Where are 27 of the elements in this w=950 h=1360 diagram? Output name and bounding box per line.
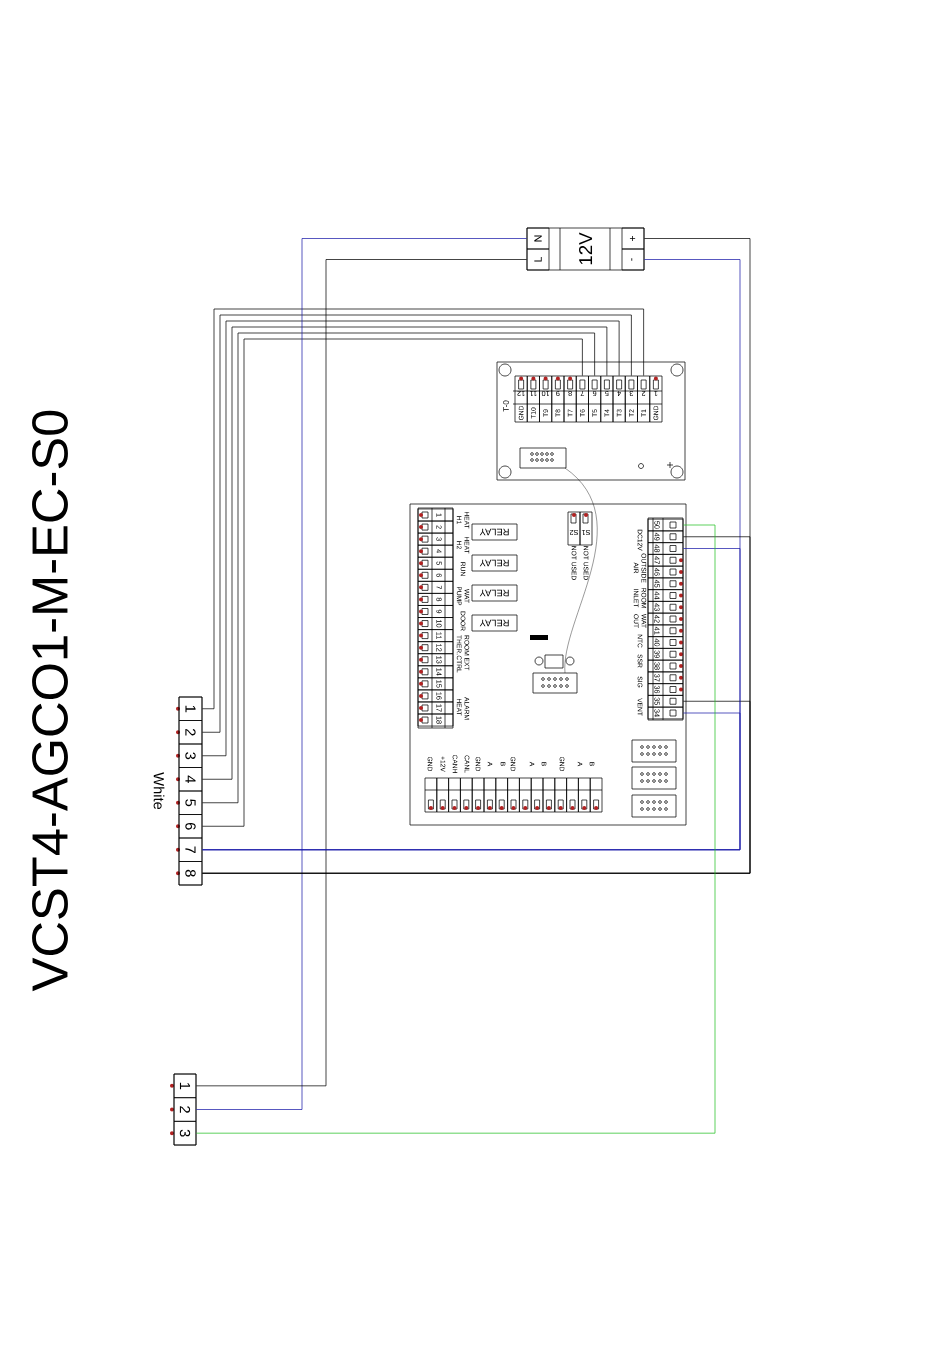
terminal: L — [526, 248, 550, 271]
connector-pin: 1 — [173, 1073, 197, 1099]
title: VCST4-AGCO1-M-EC-S0 — [32, 410, 68, 992]
wire — [202, 712, 741, 851]
wire — [202, 700, 751, 874]
connector-pin: 5 — [178, 790, 203, 815]
connector-pin: 3 — [173, 1121, 197, 1146]
connector-pin: 1 — [178, 696, 203, 721]
relay-box: RELAY — [471, 523, 518, 541]
terminal: - — [621, 248, 645, 271]
terminal: N — [526, 227, 550, 250]
connector-label: White — [153, 772, 165, 810]
relay-box: RELAY — [471, 614, 518, 632]
wire — [196, 524, 716, 1134]
connector-pin: 7 — [178, 837, 203, 862]
connector-pin: 2 — [173, 1097, 197, 1122]
connector-pin: 4 — [178, 767, 203, 792]
connector-pin: 3 — [178, 743, 203, 768]
circuit-board — [409, 503, 687, 826]
terminal: + — [621, 227, 645, 250]
connector-pin: 6 — [178, 814, 203, 839]
board-marking: T-0 — [503, 400, 509, 412]
relay-box: RELAY — [471, 554, 518, 572]
connector-pin: 2 — [178, 720, 203, 745]
circuit-board — [496, 361, 686, 481]
relay-box: RELAY — [471, 584, 518, 602]
connector-pin: 8 — [178, 861, 203, 886]
